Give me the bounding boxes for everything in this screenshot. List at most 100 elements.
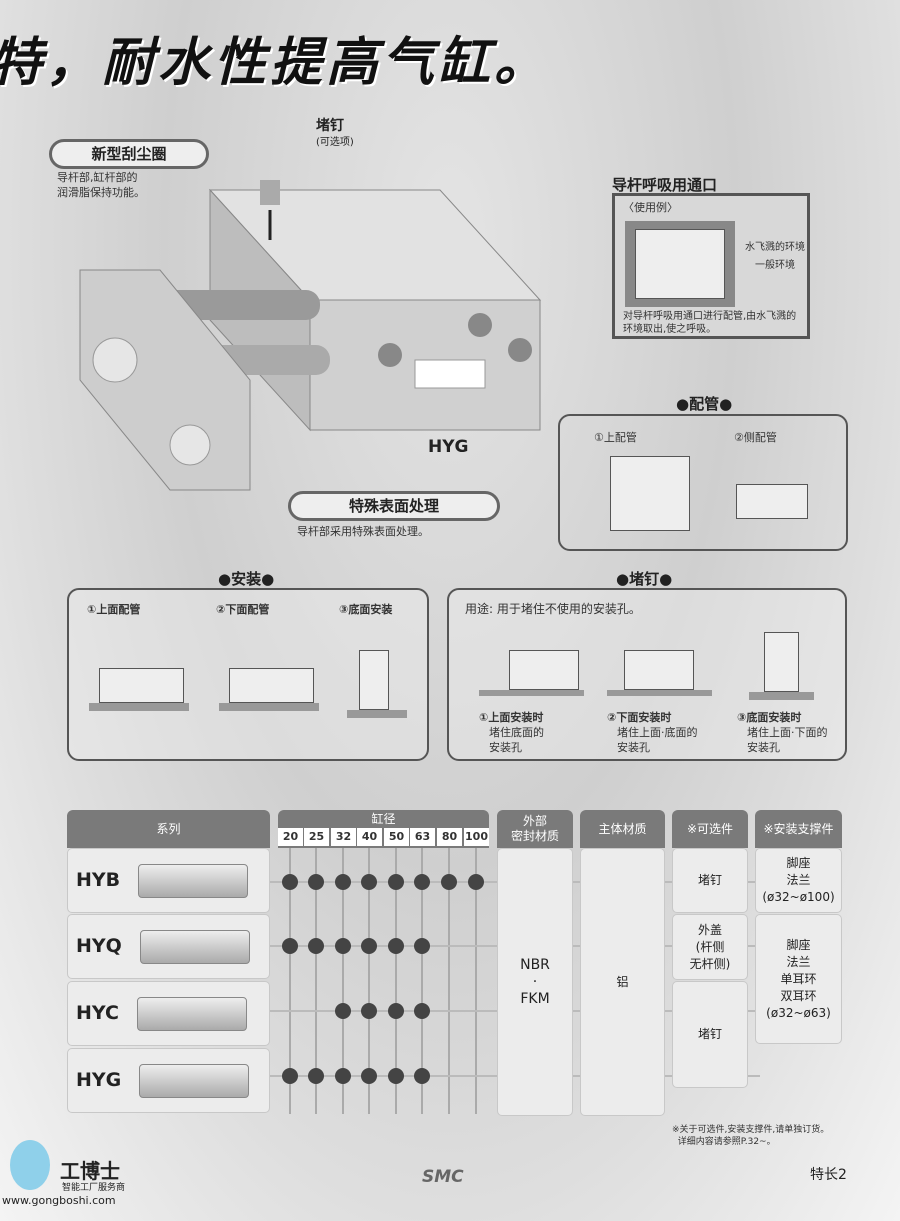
mount-bottom: ②下面配管: [216, 603, 270, 616]
bore-label: 50: [384, 828, 409, 846]
series-row: HYG: [67, 1048, 270, 1113]
bore-gridline: [342, 848, 344, 1114]
availability-dot: [414, 938, 430, 954]
bore-label: 40: [357, 828, 382, 846]
series-row: HYQ: [67, 914, 270, 979]
availability-dot: [388, 874, 404, 890]
plug-label: 堵钉: [316, 118, 344, 134]
product-image: [138, 863, 249, 898]
plug-case-2: ②下面安装时堵住上面·底面的 安装孔: [607, 711, 698, 754]
bore-gridline: [289, 848, 291, 1114]
bore-gridline: [448, 848, 450, 1114]
hyg-cylinder-illustration: [79, 180, 542, 491]
availability-dot: [388, 1003, 404, 1019]
bore-label: 20: [278, 828, 303, 846]
product-image: [136, 996, 247, 1031]
availability-dot: [388, 1068, 404, 1084]
header-body: 主体材质: [580, 810, 665, 848]
piping-top: ①上配管: [594, 431, 637, 444]
header-mount: ※安装支撑件: [755, 810, 842, 848]
series-name: HYB: [76, 869, 121, 891]
bore-label: 80: [437, 828, 462, 846]
breather-label: 导杆呼吸用通口: [612, 176, 718, 194]
bore-label: 32: [331, 828, 356, 846]
mounting-title: ●安装●: [218, 570, 275, 588]
availability-dot: [335, 1068, 351, 1084]
smc-logo: SMC: [422, 1167, 464, 1187]
mount-top: ①上面配管: [87, 603, 141, 616]
mascot-logo-icon: [10, 1140, 50, 1190]
plug-case-3: ③底面安装时堵住上面·下面的 安装孔: [737, 711, 828, 754]
piping-box: ①上配管 ②侧配管: [558, 414, 848, 551]
mounting-box: ①上面配管 ②下面配管 ③底面安装: [67, 588, 429, 761]
availability-dot: [308, 874, 324, 890]
availability-dot: [388, 938, 404, 954]
availability-dot: [361, 1003, 377, 1019]
availability-dot: [414, 1003, 430, 1019]
availability-dot: [308, 1068, 324, 1084]
logo-sub: 智能工厂服务商: [62, 1183, 126, 1193]
bore-gridline: [475, 848, 477, 1114]
wiper-label: 新型刮尘圈: [49, 139, 209, 169]
bore-label: 25: [304, 828, 329, 846]
bore-label: 63: [410, 828, 435, 846]
header-series: 系列: [67, 810, 270, 848]
plug-case-1: ①上面安装时堵住底面的 安装孔: [479, 711, 544, 754]
availability-dot: [335, 1003, 351, 1019]
availability-dot: [335, 874, 351, 890]
bore-label: 100: [464, 828, 489, 846]
piping-side: ②侧配管: [734, 431, 777, 444]
bore-gridline: [315, 848, 317, 1114]
mount-cell: 脚座 法兰 (ø32~ø100): [755, 848, 842, 913]
header-seal: 外部 密封材质: [497, 810, 573, 848]
availability-dot: [335, 938, 351, 954]
bore-gridline: [395, 848, 397, 1114]
option-cell: 堵钉: [672, 981, 748, 1088]
availability-dot: [361, 1068, 377, 1084]
series-name: HYQ: [76, 935, 122, 957]
option-cell: 外盖 (杆侧 无杆侧): [672, 914, 748, 980]
logo-name: 工博士: [60, 1159, 120, 1183]
plug-sub: (可选项): [316, 137, 354, 148]
series-row: HYC: [67, 981, 270, 1046]
seal-cell: NBR · FKM: [497, 848, 573, 1116]
table-note: ※关于可选件,安装支撑件,请单独订货。 详细内容请参照P.32~。: [672, 1125, 830, 1147]
availability-dot: [361, 874, 377, 890]
product-image: [139, 1063, 250, 1098]
availability-dot: [468, 874, 484, 890]
page-title: 特，耐水性提高气缸。: [0, 33, 551, 93]
plugs-title: ●堵钉●: [616, 570, 673, 588]
availability-dot: [282, 874, 298, 890]
availability-dot: [282, 938, 298, 954]
availability-dot: [414, 1068, 430, 1084]
series-name: HYC: [76, 1002, 119, 1024]
body-cell: 铝: [580, 848, 665, 1116]
breather-desc: 对导杆呼吸用通口进行配管,由水飞溅的环境取出,使之呼吸。: [623, 311, 797, 335]
availability-dot: [441, 874, 457, 890]
plugs-usage: 用途: 用于堵住不使用的安装孔。: [465, 602, 641, 616]
availability-dot: [414, 874, 430, 890]
wiper-desc: 导杆部,缸杆部的 润滑脂保持功能。: [57, 171, 145, 199]
mount-base: ③底面安装: [339, 603, 393, 616]
mount-cell: 脚座 法兰 单耳环 双耳环 (ø32~ø63): [755, 914, 842, 1044]
header-options: ※可选件: [672, 810, 748, 848]
bore-gridline: [368, 848, 370, 1114]
page-number: 特长2: [810, 1167, 847, 1183]
series-row: HYB: [67, 848, 270, 913]
normal-env: 一般环境: [755, 260, 795, 271]
surface-desc: 导杆部采用特殊表面处理。: [297, 525, 429, 538]
option-cell: 堵钉: [672, 848, 748, 913]
availability-dot: [361, 938, 377, 954]
bore-gridline: [421, 848, 423, 1114]
splash-env: 水飞溅的环境: [745, 242, 805, 253]
series-name: HYG: [76, 1069, 122, 1091]
availability-dot: [282, 1068, 298, 1084]
website-url: www.gongboshi.com: [2, 1194, 116, 1207]
example-label: 〈使用例〉: [623, 201, 678, 214]
product-image: [139, 929, 250, 964]
breather-example-box: 〈使用例〉 水飞溅的环境 一般环境 对导杆呼吸用通口进行配管,由水飞溅的环境取出…: [612, 193, 810, 339]
piping-title: ●配管●: [676, 395, 733, 413]
surface-label: 特殊表面处理: [288, 491, 500, 521]
model-label: HYG: [428, 437, 469, 457]
